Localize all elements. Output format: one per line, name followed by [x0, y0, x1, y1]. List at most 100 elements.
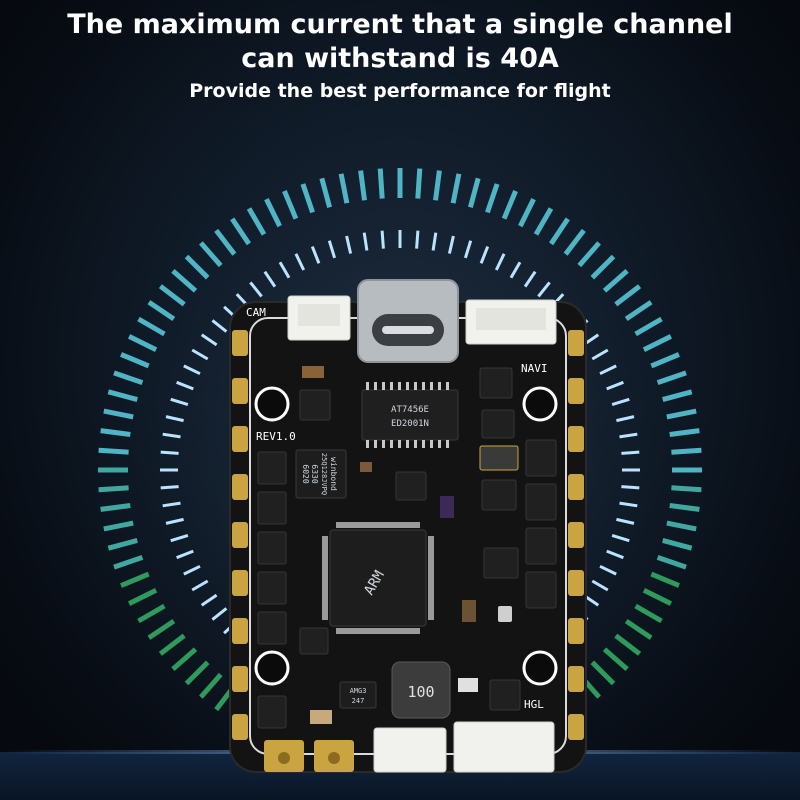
right-mosfets [299, 367, 557, 711]
inner-ring-tick [170, 533, 189, 543]
outer-ring-tick [184, 254, 210, 280]
inner-ring-tick [160, 485, 179, 490]
inner-ring-tick [165, 517, 184, 525]
inner-ring-tick [278, 261, 291, 279]
outer-ring-tick [533, 207, 554, 236]
outer-ring-tick [656, 370, 687, 385]
inner-ring-tick [211, 319, 228, 333]
outer-ring-tick [127, 334, 158, 352]
outer-ring-tick [656, 555, 687, 570]
inner-ring-tick [523, 270, 537, 288]
inner-ring-tick [611, 533, 630, 543]
outer-ring-tick [319, 177, 333, 208]
osd-chip-text-1: AT7456E [391, 405, 429, 415]
mcu-pins [322, 522, 434, 634]
inner-ring-tick [415, 230, 420, 249]
inner-ring-tick [509, 261, 522, 279]
headline-line-2: can withstand is 40A [241, 43, 559, 74]
outer-ring-tick [171, 647, 198, 671]
inner-ring-tick [263, 270, 277, 288]
inner-ring-tick [200, 333, 218, 347]
outer-ring-tick [467, 177, 481, 208]
headline-line-1: The maximum current that a single channe… [67, 9, 733, 40]
outer-ring-tick [624, 619, 653, 640]
inner-ring-tick [616, 517, 635, 525]
passive-components [302, 366, 519, 724]
outer-ring-tick [147, 300, 176, 321]
outer-ring-tick [107, 537, 138, 551]
label-revision: REV1.0 [256, 430, 296, 443]
outer-ring-tick [137, 316, 166, 337]
outer-ring-tick [634, 316, 663, 337]
outer-ring-tick [602, 647, 629, 671]
inductor-label: 100 [407, 683, 434, 701]
inner-ring-tick [170, 397, 189, 407]
left-mosfets [257, 389, 331, 729]
outer-ring-tick [671, 447, 702, 455]
outer-ring-tick [100, 503, 131, 512]
outer-ring-tick [98, 447, 129, 455]
inner-ring-tick [431, 232, 438, 251]
left-solder-pads [232, 330, 248, 740]
headline: The maximum current that a single channe… [0, 8, 800, 76]
outer-ring-tick [264, 197, 282, 228]
flash-chip-text-4: 6020 [301, 464, 310, 483]
outer-ring-tick [415, 168, 423, 199]
inner-ring-tick [160, 450, 179, 455]
inner-ring-tick [479, 246, 490, 264]
label-navi: NAVI [521, 362, 548, 375]
flash-chip-brand: winbond [329, 457, 338, 491]
mount-hole-top-left [254, 386, 290, 422]
outer-ring-tick [120, 352, 150, 369]
inner-ring-tick [380, 230, 385, 249]
inner-ring-tick [165, 415, 184, 423]
inner-ring-tick [494, 253, 506, 271]
outer-ring-tick [666, 520, 697, 532]
battery-pads [264, 740, 354, 772]
outer-ring-tick [666, 408, 697, 420]
inner-ring-tick [327, 240, 337, 259]
outer-ring-tick [358, 170, 367, 201]
outer-ring-tick [158, 284, 186, 307]
outer-ring-tick [650, 352, 680, 369]
mount-hole-bottom-left [254, 650, 290, 686]
outer-ring-tick [624, 300, 653, 321]
inner-ring-tick [611, 397, 630, 407]
outer-ring-tick [230, 217, 251, 246]
outer-ring-tick [485, 183, 500, 214]
label-hgl: HGL [524, 698, 544, 711]
outer-ring-tick [103, 520, 134, 532]
regulator-text-2: 247 [352, 697, 365, 705]
outer-ring-tick [642, 588, 673, 606]
mount-hole-top-right [522, 386, 558, 422]
outer-ring-tick [590, 660, 616, 686]
inner-ring-tick [619, 432, 638, 439]
outer-ring-tick [100, 428, 131, 437]
outer-ring-tick [662, 389, 693, 403]
outer-ring-tick [433, 170, 442, 201]
inner-ring-tick [537, 281, 551, 298]
outer-ring-tick [602, 269, 629, 293]
inner-ring-tick [591, 348, 609, 361]
inner-ring-tick [362, 232, 369, 251]
bottom-connector-right [453, 721, 555, 773]
inner-ring-tick [183, 564, 201, 576]
mcu-chip [329, 529, 427, 627]
outer-ring-tick [634, 603, 663, 624]
outer-ring-tick [614, 284, 642, 307]
outer-ring-tick [300, 183, 315, 214]
inner-ring-tick [345, 235, 353, 254]
outer-ring-tick [137, 603, 166, 624]
outer-ring-tick [127, 588, 158, 606]
bottom-connector-left [373, 727, 447, 773]
inner-ring-tick [183, 364, 201, 376]
outer-ring-tick [184, 660, 210, 686]
subheadline: Provide the best performance for flight [189, 80, 611, 102]
inner-ring-tick [621, 485, 640, 490]
outer-ring-tick [199, 241, 223, 268]
osd-chip-text-2: ED2001N [391, 419, 429, 429]
flash-chip-text-3: 6330 [310, 464, 319, 483]
outer-ring-tick [113, 370, 144, 385]
outer-ring-tick [563, 228, 586, 256]
right-solder-pads [568, 330, 584, 740]
